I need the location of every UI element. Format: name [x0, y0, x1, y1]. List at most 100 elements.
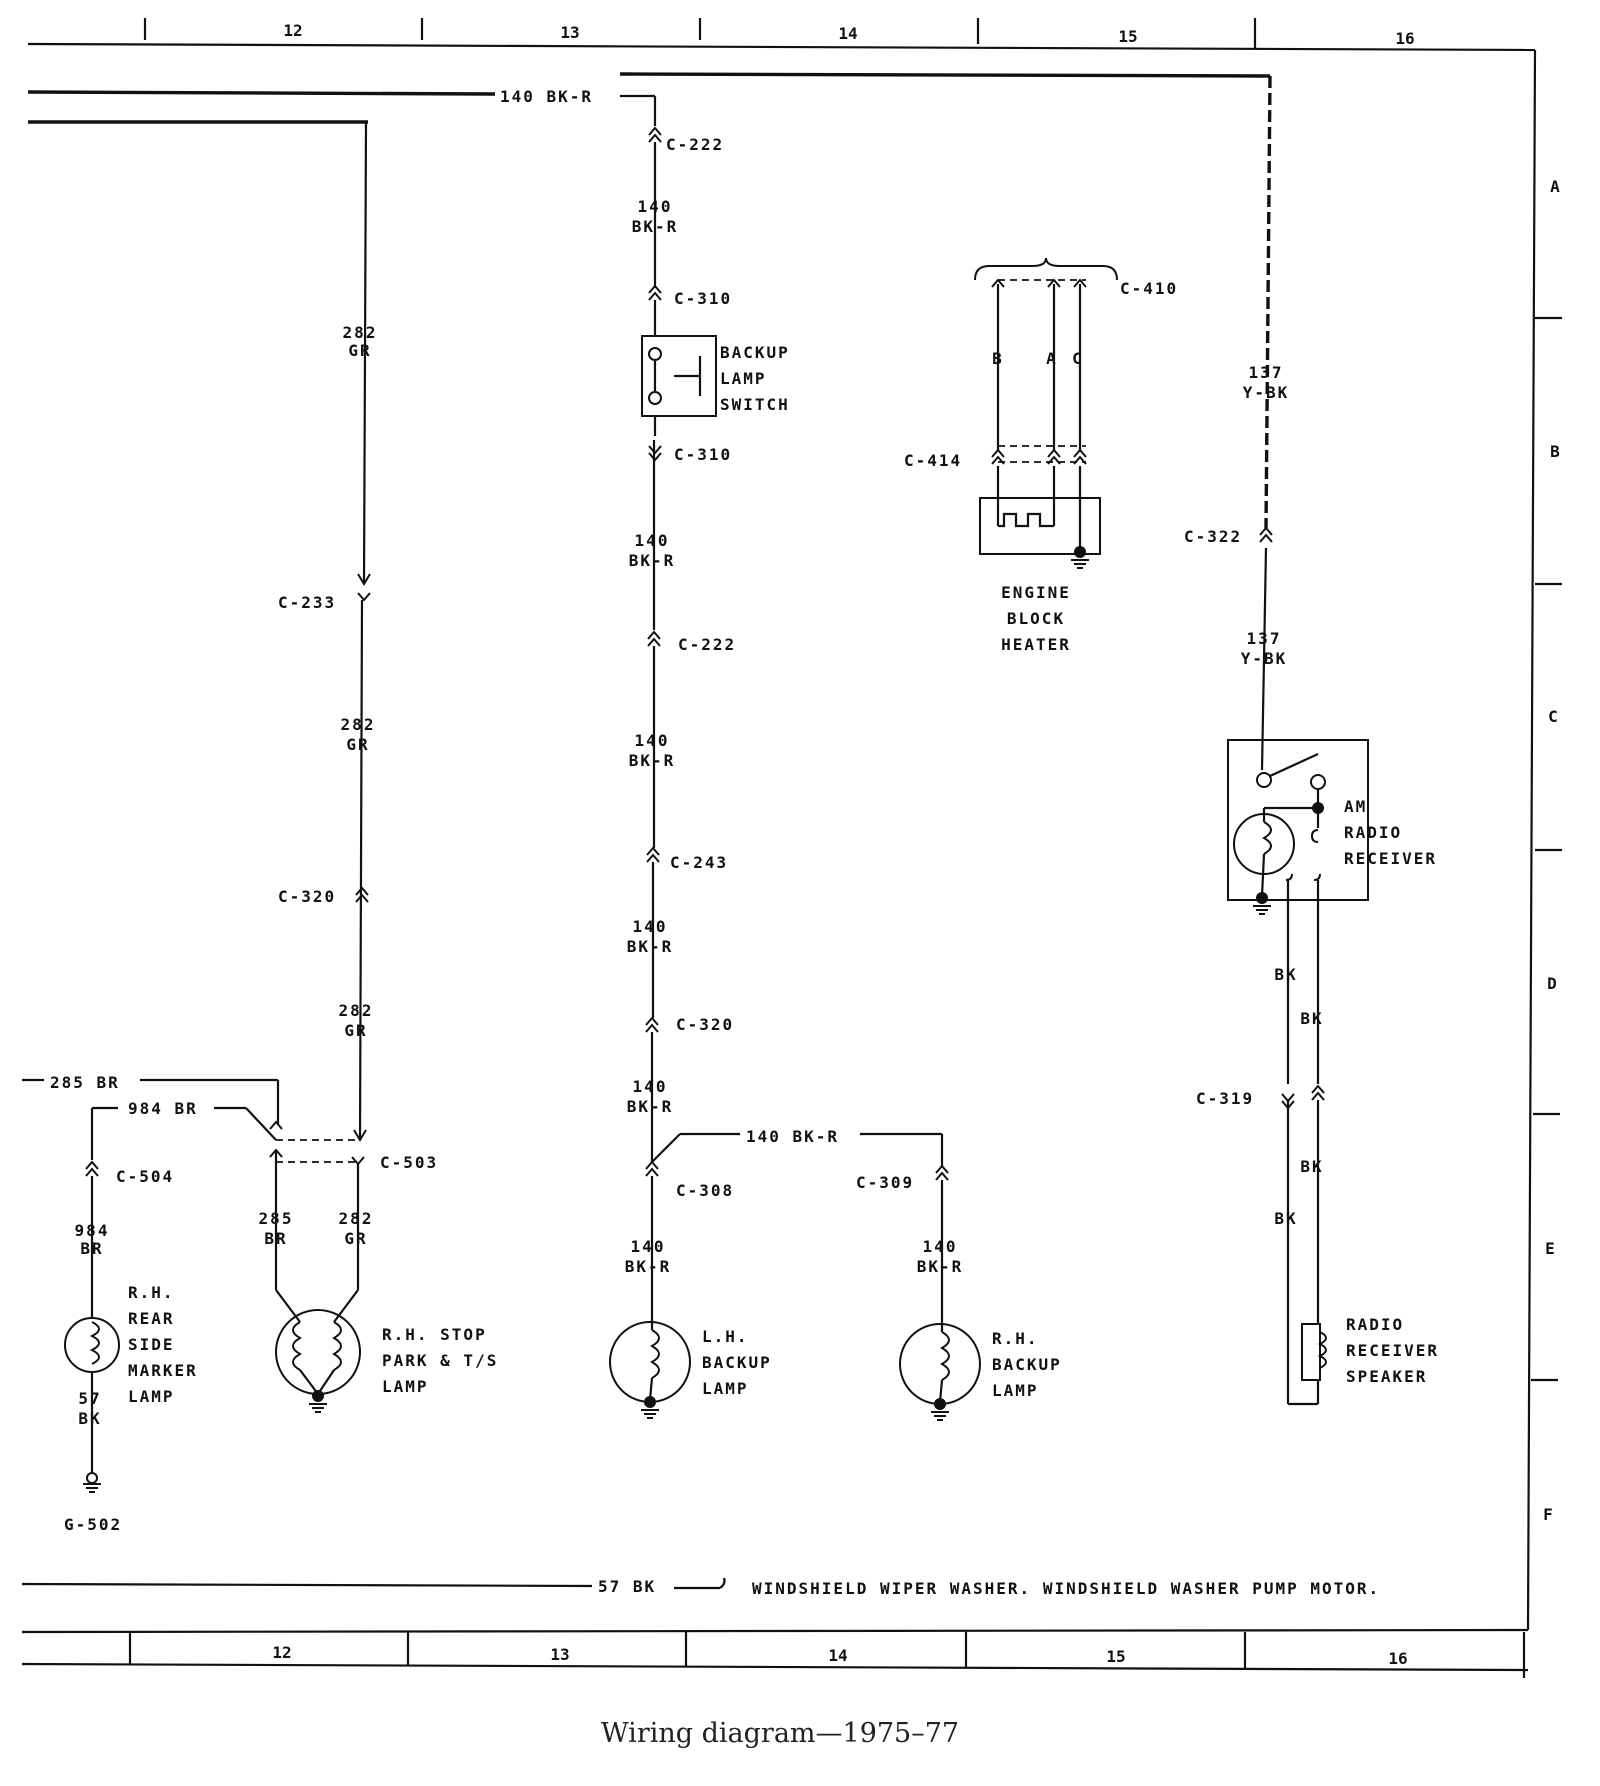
- connector-c310-upper: C-310: [648, 285, 732, 308]
- wire-color-57: BK: [78, 1409, 101, 1428]
- row-label: E: [1545, 1239, 1555, 1258]
- component-label: LAMP: [992, 1381, 1039, 1400]
- component-label: PARK & T/S: [382, 1351, 498, 1370]
- component-label: SWITCH: [720, 395, 790, 414]
- connector-label: C-310: [674, 289, 732, 308]
- connector-c322: C-322: [1184, 527, 1273, 546]
- wire-label-bk: BK: [1300, 1157, 1323, 1176]
- backup-lamp-switch: BACKUP LAMP SWITCH: [641, 335, 790, 417]
- wire-282: 282 GR 282 GR 282 GR: [28, 120, 378, 1142]
- connector-c410: C-410: [974, 257, 1176, 298]
- wire-57-bottom: 57 BK WINDSHIELD WIPER WASHER. WINDSHIEL…: [21, 1577, 1378, 1598]
- lh-backup-lamp: L.H. BACKUP LAMP: [609, 1321, 770, 1419]
- connector-label: C-414: [904, 451, 962, 470]
- connector-label: C-504: [116, 1167, 174, 1186]
- wire-color-282: GR: [344, 1229, 367, 1248]
- col-label: 15: [1118, 27, 1137, 46]
- wire-285: 285 BR 285 BR: [22, 1073, 291, 1290]
- wire-label-984-top: 984 BR: [128, 1099, 198, 1118]
- connector-label: C-320: [676, 1015, 734, 1034]
- row-labels: A B C D E F: [1543, 177, 1560, 1524]
- component-label: LAMP: [128, 1387, 175, 1406]
- wire-label-bk: BK: [1274, 1209, 1297, 1228]
- connector-label: C-222: [666, 135, 724, 154]
- wire-label-285-top: 285 BR: [50, 1073, 120, 1092]
- connector-c243: C-243: [646, 847, 728, 872]
- wire-num-57: 57: [78, 1389, 101, 1408]
- am-radio-receiver: AM RADIO RECEIVER: [1227, 739, 1435, 915]
- row-label: A: [1550, 177, 1560, 196]
- wire-num-282: 282: [341, 715, 376, 734]
- wire-num-140: 140: [638, 197, 673, 216]
- pin-label: B: [992, 349, 1004, 368]
- wire-color-140: BK-R: [625, 1257, 672, 1276]
- connector-c222-top: C-222: [648, 127, 724, 154]
- rh-stop-park-ts-lamp: R.H. STOP PARK & T/S LAMP: [275, 1289, 498, 1413]
- connector-c414: C-414: [904, 445, 1087, 470]
- col-label: 16: [1395, 29, 1414, 48]
- wire-color-140: BK-R: [627, 1097, 674, 1116]
- component-label: LAMP: [382, 1377, 429, 1396]
- component-label: SIDE: [128, 1335, 175, 1354]
- wire-num-984: 984: [75, 1221, 110, 1240]
- connector-label: C-233: [278, 593, 336, 612]
- wire-color-137: Y-BK: [1243, 383, 1290, 402]
- connector-label: C-310: [674, 445, 732, 464]
- wire-color-984: BR: [80, 1239, 103, 1258]
- connector-label: C-243: [670, 853, 728, 872]
- wire-num-140: 140: [631, 1237, 666, 1256]
- wire-color-140: BK-R: [632, 217, 679, 236]
- wire-num-137: 137: [1249, 363, 1284, 382]
- connector-c309: C-309: [856, 1165, 949, 1192]
- wire-color-137: Y-BK: [1241, 649, 1288, 668]
- connector-c222-mid: C-222: [647, 631, 734, 654]
- component-label: AM: [1344, 797, 1367, 816]
- component-label: HEATER: [1001, 635, 1071, 654]
- component-label: R.H.: [128, 1283, 175, 1302]
- component-label: L.H.: [702, 1327, 749, 1346]
- col-label: 15: [1106, 1647, 1125, 1666]
- component-label: REAR: [128, 1309, 175, 1328]
- component-label: ENGINE: [1001, 583, 1071, 602]
- connector-c320-left: C-320: [278, 887, 369, 906]
- wire-color-140: BK-R: [917, 1257, 964, 1276]
- pin-label: C: [1072, 349, 1084, 368]
- connector-c504: C-504: [85, 1161, 174, 1186]
- connector-c320-mid: C-320: [645, 1015, 734, 1034]
- wire-num-282: 282: [343, 323, 378, 342]
- wire-label-57-bottom: 57 BK: [598, 1577, 656, 1596]
- col-label: 14: [828, 1646, 847, 1665]
- component-label: MARKER: [128, 1361, 198, 1380]
- connector-label: C-503: [380, 1153, 438, 1172]
- col-label: 12: [283, 21, 302, 40]
- component-label: BLOCK: [1007, 609, 1065, 628]
- col-label: 12: [272, 1643, 291, 1662]
- wire-label-bk: BK: [1300, 1009, 1323, 1028]
- wire-num-140: 140: [635, 531, 670, 550]
- wire-color-282: GR: [346, 735, 369, 754]
- figure-caption: Wiring diagram—1975–77: [601, 1718, 959, 1749]
- component-label: RECEIVER: [1346, 1341, 1439, 1360]
- wire-num-140: 140: [635, 731, 670, 750]
- block-heater-pins: B A C: [992, 284, 1084, 452]
- pin-label: A: [1046, 349, 1058, 368]
- connector-c233: C-233: [278, 592, 371, 612]
- col-label: 13: [560, 23, 579, 42]
- wire-color-282: GR: [344, 1021, 367, 1040]
- col-label: 14: [838, 24, 857, 43]
- wire-color-140: BK-R: [629, 751, 676, 770]
- wire-color-285: BR: [264, 1229, 287, 1248]
- wire-num-137: 137: [1247, 629, 1282, 648]
- component-label: LAMP: [720, 369, 767, 388]
- row-label: F: [1543, 1505, 1553, 1524]
- column-labels-top: 12 13 14 15 16: [283, 21, 1414, 48]
- wire-num-140: 140: [633, 917, 668, 936]
- speaker-wires: BK BK BK BK: [1274, 880, 1323, 1406]
- connector-label: C-319: [1196, 1089, 1254, 1108]
- engine-block-heater: ENGINE BLOCK HEATER: [979, 466, 1101, 654]
- connector-c319: C-319: [1196, 1085, 1325, 1109]
- connector-label: C-309: [856, 1173, 914, 1192]
- component-label: RADIO: [1346, 1315, 1404, 1334]
- row-label: D: [1547, 974, 1557, 993]
